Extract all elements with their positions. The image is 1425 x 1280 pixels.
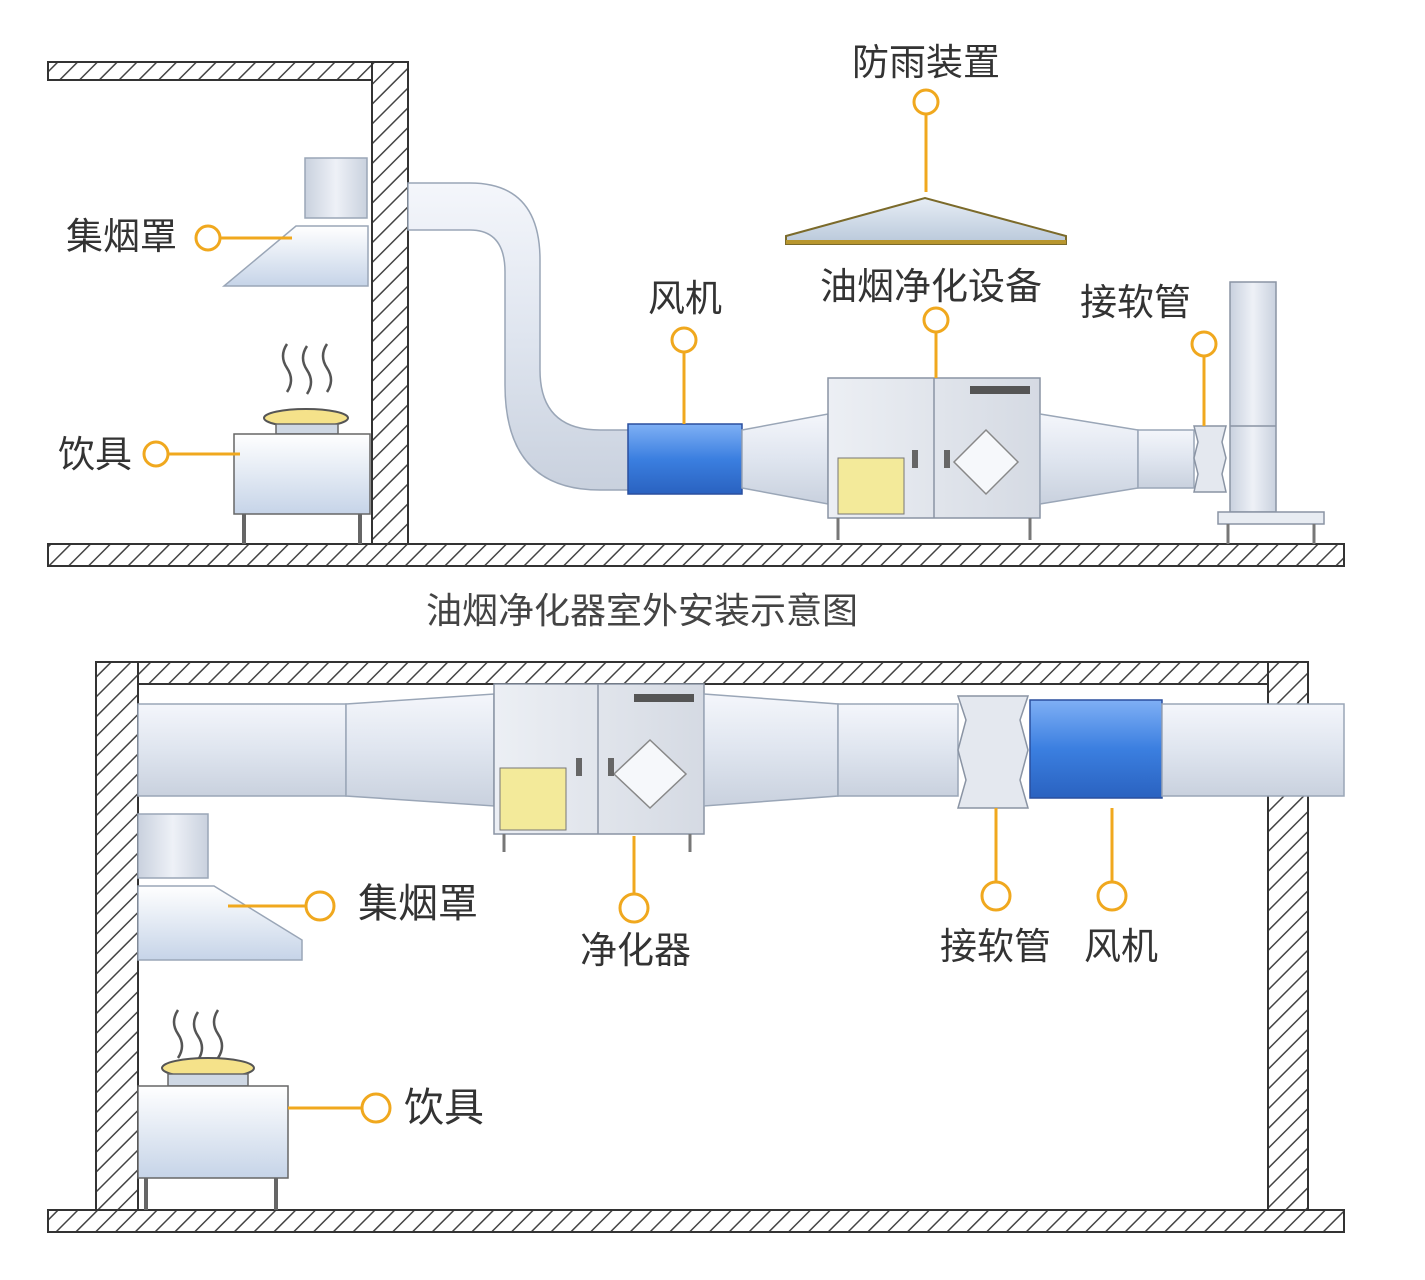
top-ceiling-wall — [47, 61, 409, 81]
bottom-duct-mid — [837, 703, 959, 797]
label-fan-top: 风机 — [648, 277, 722, 320]
bottom-purifier-unit — [493, 683, 705, 852]
label-rain-guard: 防雨装置 — [852, 41, 1000, 84]
label-flex-pipe-bottom: 接软管 — [940, 925, 1051, 968]
label-stove-bottom: 饮具 — [404, 1085, 484, 1131]
label-stove-top: 饮具 — [58, 433, 132, 476]
label-flex-pipe-top: 接软管 — [1080, 281, 1191, 324]
top-stove — [233, 343, 371, 544]
bottom-duct-right — [1161, 703, 1345, 797]
top-reducer-left — [741, 413, 829, 505]
bottom-fan-section — [1029, 699, 1163, 799]
top-duct-right — [1137, 429, 1195, 489]
bottom-reducer-left — [345, 693, 495, 807]
top-diagram — [47, 61, 1345, 567]
callout-flex-pipe — [980, 880, 1012, 912]
bottom-ceiling — [95, 661, 1309, 685]
label-fan-bottom: 风机 — [1084, 925, 1158, 968]
bottom-duct-left — [137, 703, 347, 797]
top-floor — [47, 543, 1345, 567]
top-flex-connector — [1193, 425, 1227, 493]
top-curved-duct — [407, 182, 631, 491]
bottom-reducer-right — [703, 693, 839, 807]
callout-hood — [304, 890, 336, 922]
label-purifier-bottom: 净化器 — [580, 929, 691, 972]
bottom-flex-connector — [956, 695, 1030, 809]
callout-rain-guard — [912, 88, 940, 116]
label-hood-bottom: 集烟罩 — [358, 881, 478, 927]
callout-fan — [670, 326, 698, 354]
label-hood-top: 集烟罩 — [66, 215, 177, 258]
diagram-caption: 油烟净化器室外安装示意图 — [426, 591, 859, 632]
bottom-stove — [137, 1009, 289, 1210]
callout-stove — [142, 440, 170, 468]
top-chimney-stand — [1217, 511, 1325, 525]
callout-fan — [1096, 880, 1128, 912]
callout-purifier — [618, 892, 650, 924]
bottom-left-wall — [95, 661, 139, 1213]
label-purifier-top: 油烟净化设备 — [820, 265, 1042, 308]
bottom-callouts — [228, 808, 1128, 1124]
top-fan-section — [627, 423, 743, 495]
top-rain-guard — [785, 196, 1067, 245]
top-smoke-hood — [221, 157, 369, 287]
top-purifier-unit — [827, 377, 1041, 540]
bottom-diagram — [47, 661, 1345, 1233]
top-callouts — [142, 88, 1218, 468]
callout-purifier — [922, 306, 950, 334]
bottom-smoke-hood — [137, 813, 303, 961]
callout-flex-pipe — [1190, 330, 1218, 358]
top-reducer-right — [1039, 413, 1139, 505]
callout-stove — [360, 1092, 392, 1124]
top-chimney — [1229, 281, 1277, 513]
top-vertical-wall — [371, 61, 409, 547]
callout-hood — [194, 224, 222, 252]
bottom-floor — [47, 1209, 1345, 1233]
